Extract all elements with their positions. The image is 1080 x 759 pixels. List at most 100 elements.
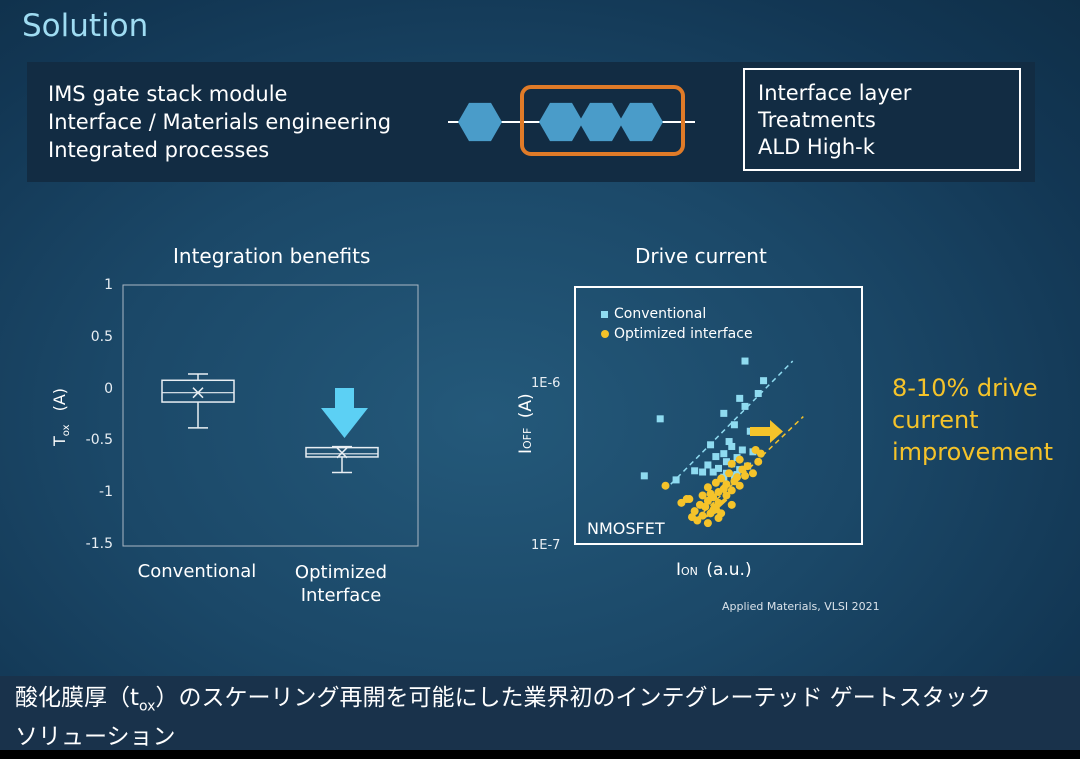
scatter-point-optimized (738, 465, 747, 474)
legend-conventional: Conventional (601, 306, 706, 322)
scatter-point-optimized (735, 455, 744, 464)
ylabel-unit: (A) (516, 393, 536, 419)
process-hexagons-diagram (448, 85, 695, 156)
stack-layers-box: Interface layer Treatments ALD High-k (743, 68, 1021, 171)
caption-text: 酸化膜厚（tox）のスケーリング再開を可能にした業界初のインテグレーテッド ゲー… (15, 683, 991, 752)
highlight-line: improvement (892, 438, 1054, 466)
xlabel-main: I (676, 560, 682, 580)
hexagon-icon (619, 102, 663, 142)
scatter-chart-title: Drive current (635, 244, 767, 268)
stack-layer-line: ALD High-k (758, 135, 875, 159)
scatter-point-conventional (707, 441, 715, 449)
slide-title: Solution (22, 8, 149, 44)
source-citation: Applied Materials, VLSI 2021 (722, 600, 880, 613)
scatter-point-optimized (756, 449, 765, 458)
scatter-point-optimized (677, 498, 686, 507)
caption-part: 酸化膜厚（t (15, 685, 140, 711)
down-left-arrow-icon (705, 497, 728, 518)
box-chart-title: Integration benefits (173, 244, 371, 268)
scatter-point-conventional (715, 464, 722, 472)
highlight-line: current (892, 406, 979, 434)
scatter-point-optimized (748, 469, 757, 478)
bottom-strip (0, 750, 1080, 759)
scatter-point-conventional (656, 415, 664, 423)
box-ytick-label: -1.5 (85, 536, 113, 552)
square-marker-icon (601, 310, 608, 318)
scatter-plot (640, 357, 804, 528)
scatter-point-optimized (703, 483, 712, 492)
scatter-point-conventional (704, 461, 712, 469)
scatter-xlabel: ION (a.u.) (676, 560, 752, 580)
caption-line: 酸化膜厚（tox）のスケーリング再開を可能にした業界初のインテグレーテッド ゲー… (15, 683, 991, 722)
scatter-point-optimized (735, 481, 744, 490)
scatter-point-conventional (672, 476, 680, 484)
circle-marker-icon (601, 330, 609, 338)
caption-bar (0, 676, 1080, 750)
scatter-point-optimized (725, 469, 734, 478)
box-iqr (305, 446, 379, 458)
scatter-point-conventional (691, 467, 699, 475)
scatter-point-optimized (730, 477, 739, 486)
scatter-point-conventional (754, 389, 762, 397)
box-ytick-label: 1 (104, 277, 113, 293)
scatter-point-optimized (727, 500, 736, 509)
scatter-point-optimized (703, 519, 712, 528)
scatter-point-optimized (711, 478, 720, 487)
scatter-point-conventional (709, 468, 717, 476)
ylabel-sub: OFF (521, 427, 534, 449)
module-description: IMS gate stack module Interface / Materi… (48, 80, 391, 164)
scatter-point-conventional (699, 468, 707, 476)
scatter-point-optimized (741, 471, 749, 480)
xlabel-unit: (a.u.) (706, 560, 752, 580)
hexagon-icon (458, 102, 502, 142)
scatter-point-optimized (698, 511, 707, 520)
scatter-point-optimized (727, 459, 736, 468)
scatter-point-optimized (693, 516, 702, 525)
highlight-line: 8-10% drive (892, 374, 1038, 402)
hexagon-icon (579, 102, 623, 142)
scatter-chart-frame (574, 286, 863, 545)
scatter-point-optimized (714, 488, 723, 497)
scatter-point-conventional (760, 377, 768, 385)
caption-line: ソリューション (15, 723, 176, 750)
scatter-point-conventional (720, 450, 728, 458)
scatter-point-conventional (736, 394, 744, 402)
hexagon-icon (539, 102, 583, 142)
box-ytick-label: 0 (104, 380, 113, 397)
box-ytick-label: -0.5 (85, 432, 113, 449)
scatter-point-conventional (738, 446, 746, 454)
scatter-ylabel: IOFF (A) (516, 393, 536, 454)
xlabel-sub: ON (681, 565, 698, 578)
box-category-label: Conventional (137, 561, 257, 582)
box-chart-frame (122, 284, 419, 547)
box-category-label: Optimized Interface (294, 562, 388, 606)
caption-part: ）のスケーリング再開を可能にした業界初のインテグレーテッド ゲートスタック (155, 685, 991, 711)
scatter-point-conventional (730, 421, 738, 429)
module-line: IMS gate stack module (48, 82, 288, 106)
scatter-point-optimized (698, 491, 707, 500)
scatter-point-conventional (728, 442, 736, 450)
scatter-point-optimized (754, 457, 763, 466)
box-ytick-label: -1 (99, 484, 113, 501)
right-arrow-icon (750, 420, 783, 443)
scatter-point-optimized (701, 502, 710, 511)
stack-layer-line: Interface layer (758, 81, 912, 105)
box-plot-item (305, 445, 379, 474)
box-mean-marker (192, 387, 204, 399)
down-arrow-icon (321, 388, 368, 438)
legend-label: Optimized interface (614, 326, 753, 342)
scatter-point-conventional (720, 409, 728, 417)
caption-subscript: ox (139, 698, 156, 715)
scatter-point-conventional (741, 402, 749, 410)
box-ytick-label: 0.5 (90, 328, 113, 345)
scatter-point-optimized (727, 486, 736, 495)
module-line: Interface / Materials engineering (48, 110, 392, 134)
scatter-point-conventional (741, 357, 749, 365)
scatter-point-conventional (712, 453, 720, 461)
scatter-point-conventional (722, 458, 730, 466)
ylabel-main: I (516, 448, 536, 454)
legend-optimized: Optimized interface (601, 326, 753, 342)
integrated-steps-highlight-box (520, 85, 685, 156)
scatter-point-optimized (722, 491, 731, 500)
module-line: Integrated processes (48, 138, 270, 162)
